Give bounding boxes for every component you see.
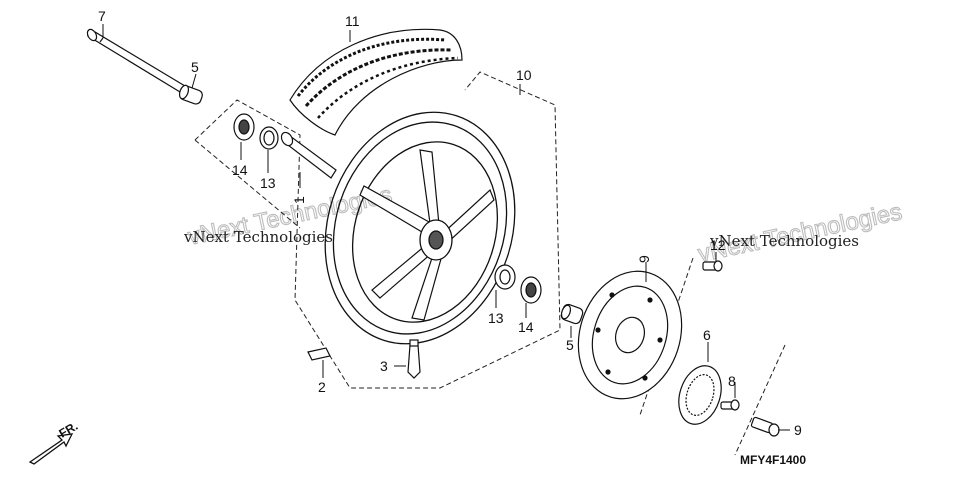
bolt-part-12 <box>720 399 740 411</box>
bolt-part-10 <box>702 260 723 272</box>
wheel-assembly-outline <box>194 71 561 389</box>
callout-6: 6 <box>703 327 711 343</box>
watermark-small-right: vNext Technologies <box>709 232 859 250</box>
bolt-part-11 <box>750 416 780 437</box>
left-bearing-outline <box>194 139 301 229</box>
axle-part <box>86 28 186 93</box>
valve-part <box>407 339 421 379</box>
watermark-right: vNext Technologies vNext Technologies <box>695 198 905 269</box>
callout-13-right: 13 <box>488 310 504 326</box>
callout-1: 1 <box>291 196 307 204</box>
wheel-part <box>324 111 516 345</box>
callout-14-left: 14 <box>232 162 248 178</box>
collar-part-top <box>178 84 203 105</box>
callout-8: 11 <box>345 13 360 29</box>
callout-12: 8 <box>728 373 736 389</box>
callout-3: 3 <box>380 358 388 374</box>
callout-14-right: 14 <box>518 319 534 335</box>
callout-4: 7 <box>98 8 106 24</box>
callout-11: 9 <box>794 422 802 438</box>
callout-13-left: 13 <box>260 175 276 191</box>
tire-part <box>289 28 463 136</box>
watermark-small-left: vNext Technologies <box>183 228 333 246</box>
brake-disc-part <box>577 270 683 400</box>
collar-part-right <box>560 303 584 325</box>
callout-5-right: 5 <box>566 337 574 353</box>
leader-lines <box>102 24 790 431</box>
bearing-part-right <box>520 276 542 304</box>
disc-outline-right <box>734 344 786 456</box>
callout-2: 2 <box>318 379 326 395</box>
front-direction-arrow: FR. <box>28 419 80 465</box>
callout-5-top: 5 <box>191 59 199 75</box>
callout-labels: 7 5 14 13 1 11 10 2 3 13 14 5 9 12 6 8 9 <box>98 8 802 438</box>
seal-part-right <box>494 264 516 290</box>
callout-9: 9 <box>636 255 652 263</box>
seal-part-left <box>259 126 279 150</box>
drawing-code: MFY4F1400 <box>740 453 806 467</box>
distance-collar-part <box>280 131 337 179</box>
bearing-part-left <box>233 113 255 141</box>
callout-7: 10 <box>516 67 532 83</box>
pulser-ring-part <box>678 365 722 425</box>
callout-10: 12 <box>710 237 726 253</box>
balance-weight-part <box>307 347 331 361</box>
